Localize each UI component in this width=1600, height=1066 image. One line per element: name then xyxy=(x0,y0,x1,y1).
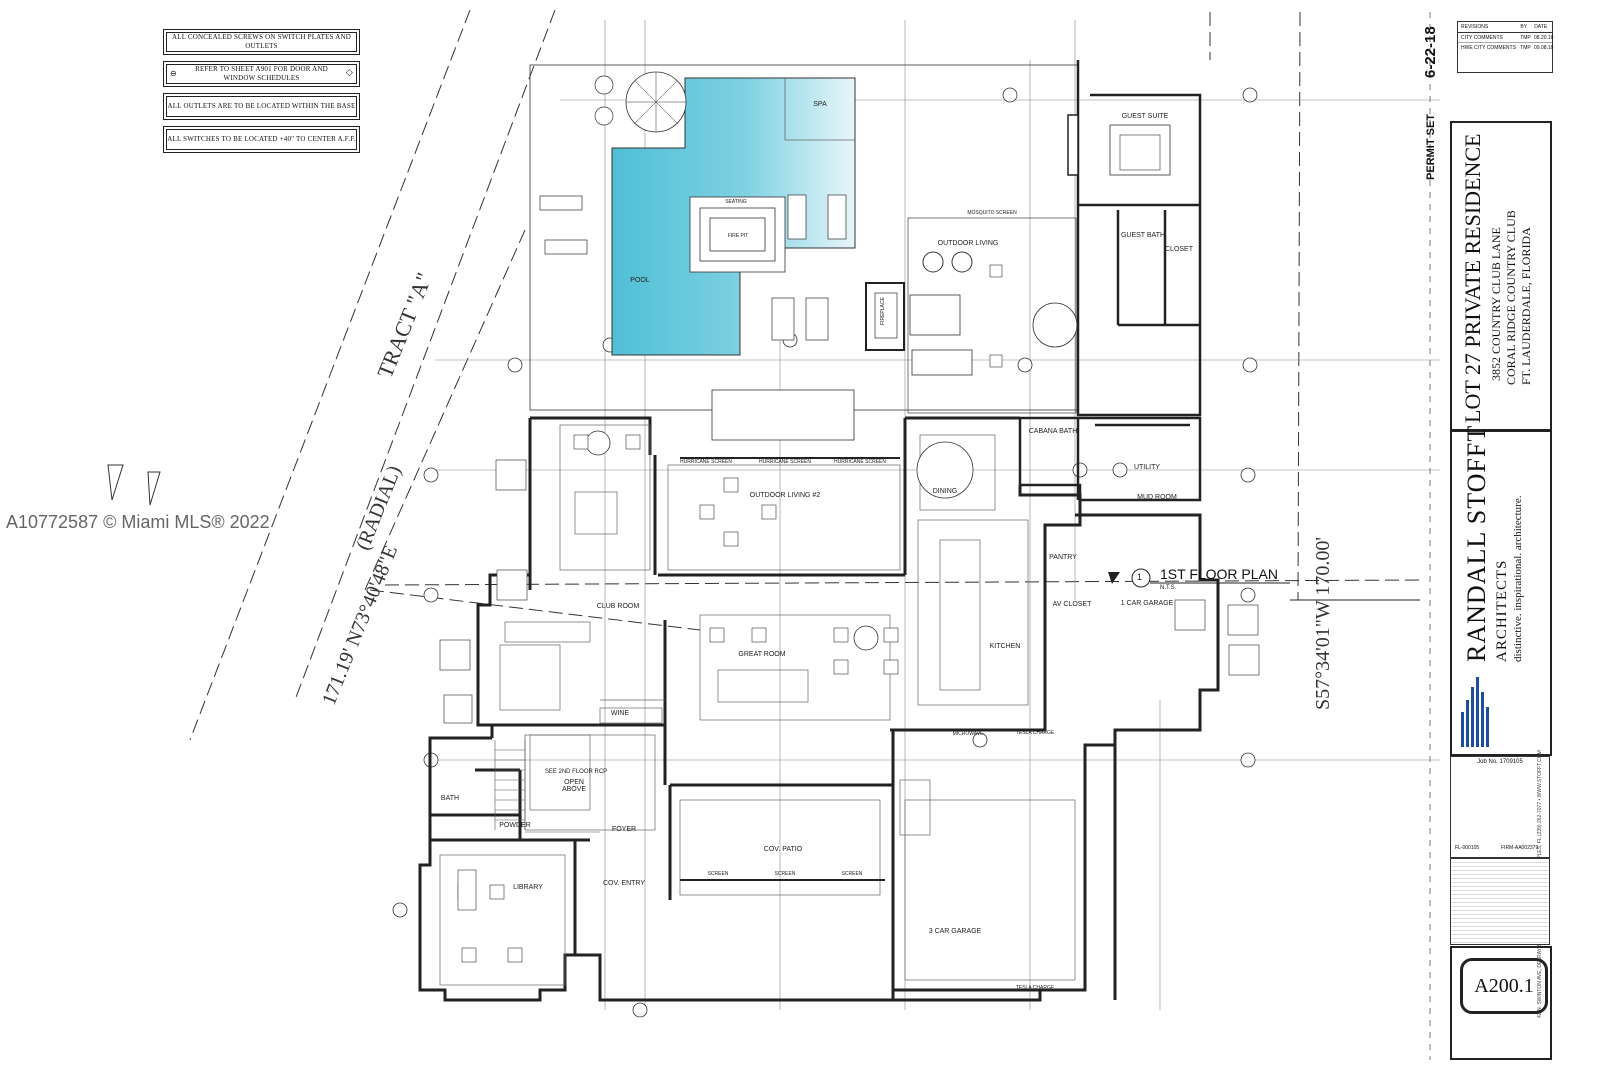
title-block: REVISIONS BY DATE CITY COMMENTS TMP 08.2… xyxy=(1422,18,1553,1060)
room-label-see-2nd-floor: SEE 2ND FLOOR RCP xyxy=(544,769,608,775)
floor-plan-drawing xyxy=(107,9,1440,1060)
room-label-guest-bath: GUEST BATH xyxy=(1120,232,1166,239)
project-address: 3852 COUNTRY CLUB LANE xyxy=(1489,227,1503,381)
revision-by: TMP xyxy=(1520,34,1531,41)
room-label-pool: POOL xyxy=(630,277,650,284)
room-label-outdoor-living-2: OUTDOOR LIVING #2 xyxy=(749,492,821,499)
revision-date: 09.08.18 xyxy=(1534,44,1554,51)
note-outlets-base: ALL OUTLETS ARE TO BE LOCATED WITHIN THE… xyxy=(163,93,360,120)
room-label-cov-patio: COV. PATIO xyxy=(763,846,803,853)
room-label-mud-room: MUD ROOM xyxy=(1137,494,1177,501)
room-label-3-car-garage: 3 CAR GARAGE xyxy=(928,928,982,935)
job-box: Job No. 1709105 FL-000105 FIRM-AA002379 xyxy=(1450,756,1550,858)
sheet-number-box: A200.1 xyxy=(1450,946,1552,1060)
legal-disclaimer-block xyxy=(1450,858,1550,945)
room-label-cov-entry: COV. ENTRY xyxy=(602,880,646,887)
room-label-1-car-garage: 1 CAR GARAGE xyxy=(1120,600,1174,607)
note-text: ALL SWITCHES TO BE LOCATED +40" TO CENTE… xyxy=(167,135,356,143)
job-number: Job No. 1709105 xyxy=(1477,759,1523,765)
permit-date: 6-22-18 xyxy=(1422,26,1439,78)
room-label-great-room: GREAT ROOM xyxy=(738,651,786,658)
room-label-wine: WINE xyxy=(610,710,630,717)
revision-desc: CITY COMMENTS xyxy=(1461,34,1503,41)
plan-number: 1 xyxy=(1137,572,1143,582)
plan-scale: N.T.S. xyxy=(1160,585,1177,591)
plan-title: 1ST FLOOR PLAN xyxy=(1160,566,1279,582)
revision-desc: HWE CITY COMMENTS xyxy=(1461,44,1516,51)
room-label-library: LIBRARY xyxy=(513,884,543,891)
project-name: LOT 27 PRIVATE RESIDENCE xyxy=(1460,133,1485,423)
by-header: BY xyxy=(1520,24,1528,30)
firm-logo-icon xyxy=(1460,672,1490,747)
room-label-cabana-bath: CABANA BATH xyxy=(1028,428,1078,435)
project-club: CORAL RIDGE COUNTRY CLUB xyxy=(1504,210,1518,385)
room-label-outdoor-living: OUTDOOR LIVING xyxy=(937,240,999,247)
screen-label: SCREEN xyxy=(707,871,729,877)
room-label-powder: POWDER xyxy=(499,822,531,829)
room-label-microwave: MICROWAVE xyxy=(952,731,984,737)
circle-symbol-icon: ⊖ xyxy=(170,69,177,78)
date-header: DATE xyxy=(1534,24,1548,30)
revision-row: HWE CITY COMMENTS TMP 09.08.18 xyxy=(1458,43,1554,52)
guest-wing-walls xyxy=(1076,60,1202,417)
room-label-fire-pit: FIRE PIT xyxy=(727,233,749,239)
note-door-window-schedules: ⊖ REFER TO SHEET A901 FOR DOOR AND WINDO… xyxy=(163,61,360,87)
project-city: FT. LAUDERDALE, FLORIDA xyxy=(1519,227,1533,385)
room-label-pantry: PANTRY xyxy=(1049,554,1077,561)
north-arrow-icon xyxy=(1108,572,1120,584)
property-boundary-lines xyxy=(189,9,1421,741)
east-bearing-label: S57°34'01"W 170.00' xyxy=(1312,536,1334,710)
revision-date: 08.20.18 xyxy=(1534,34,1554,41)
room-label-foyer: FOYER xyxy=(611,826,637,833)
mosquito-screen-label: MOSQUITO SCREEN xyxy=(967,210,1017,216)
room-label-club-room: CLUB ROOM xyxy=(596,603,640,610)
note-text: ALL OUTLETS ARE TO BE LOCATED WITHIN THE… xyxy=(167,102,356,110)
screen-label: SCREEN xyxy=(841,871,863,877)
revisions-header-row: REVISIONS BY DATE xyxy=(1458,22,1552,33)
hurricane-screen-label: HURRICANE SCREEN xyxy=(759,459,811,465)
room-label-closet: CLOSET xyxy=(1164,246,1194,253)
room-label-seating: SEATING xyxy=(725,199,747,205)
revisions-table: REVISIONS BY DATE CITY COMMENTS TMP 08.2… xyxy=(1457,21,1553,73)
permit-set-label: PERMIT SET xyxy=(1425,113,1437,180)
hurricane-screen-label: HURRICANE SCREEN xyxy=(834,459,886,465)
room-label-bath: BATH xyxy=(440,795,460,802)
tesla-charge-label: TESLA CHARGE xyxy=(1015,730,1055,736)
room-label-spa: SPA xyxy=(813,101,827,108)
revision-by: TMP xyxy=(1520,44,1531,51)
revision-row: CITY COMMENTS TMP 08.20.18 xyxy=(1458,33,1554,43)
firm-name: RANDALL STOFFT xyxy=(1462,424,1491,662)
revisions-header: REVISIONS xyxy=(1461,24,1489,30)
license-left: FL-000105 xyxy=(1455,845,1480,851)
room-label-guest-suite: GUEST SUITE xyxy=(1121,113,1169,120)
room-label-dining: DINING xyxy=(932,488,958,495)
note-concealed-screws: ALL CONCEALED SCREWS ON SWITCH PLATES AN… xyxy=(163,29,360,55)
license-right: FIRM-AA002379 xyxy=(1501,845,1539,851)
firm-sub: ARCHITECTS xyxy=(1494,559,1510,662)
firm-tagline: distinctive. inspirational. architecture… xyxy=(1512,495,1524,662)
note-text: REFER TO SHEET A901 FOR DOOR AND WINDOW … xyxy=(195,65,328,82)
mls-watermark: A10772587 © Miami MLS® 2022 xyxy=(6,512,270,532)
note-text: ALL CONCEALED SCREWS ON SWITCH PLATES AN… xyxy=(171,33,352,50)
firm-info-box: RANDALL STOFFT ARCHITECTS distinctive. i… xyxy=(1450,425,1552,756)
room-label-av-closet: AV CLOSET xyxy=(1052,601,1092,608)
project-info-box: LOT 27 PRIVATE RESIDENCE 3852 COUNTRY CL… xyxy=(1450,121,1552,431)
diamond-symbol-icon: ◇ xyxy=(345,67,353,77)
sheet-number: A200.1 xyxy=(1460,958,1548,1014)
hurricane-screen-label: HURRICANE SCREEN xyxy=(680,459,732,465)
screen-label: SCREEN xyxy=(774,871,796,877)
tesla-charge-label: TESLA CHARGE xyxy=(1015,985,1055,991)
room-label-kitchen: KITCHEN xyxy=(989,643,1021,650)
note-switch-height: ALL SWITCHES TO BE LOCATED +40" TO CENTE… xyxy=(163,126,360,153)
room-label-open-above: OPEN ABOVE xyxy=(561,779,587,793)
room-label-utility: UTILITY xyxy=(1133,464,1161,471)
main-house-walls xyxy=(418,416,1220,1002)
fireplace-label: FIREPLACE xyxy=(880,297,886,325)
